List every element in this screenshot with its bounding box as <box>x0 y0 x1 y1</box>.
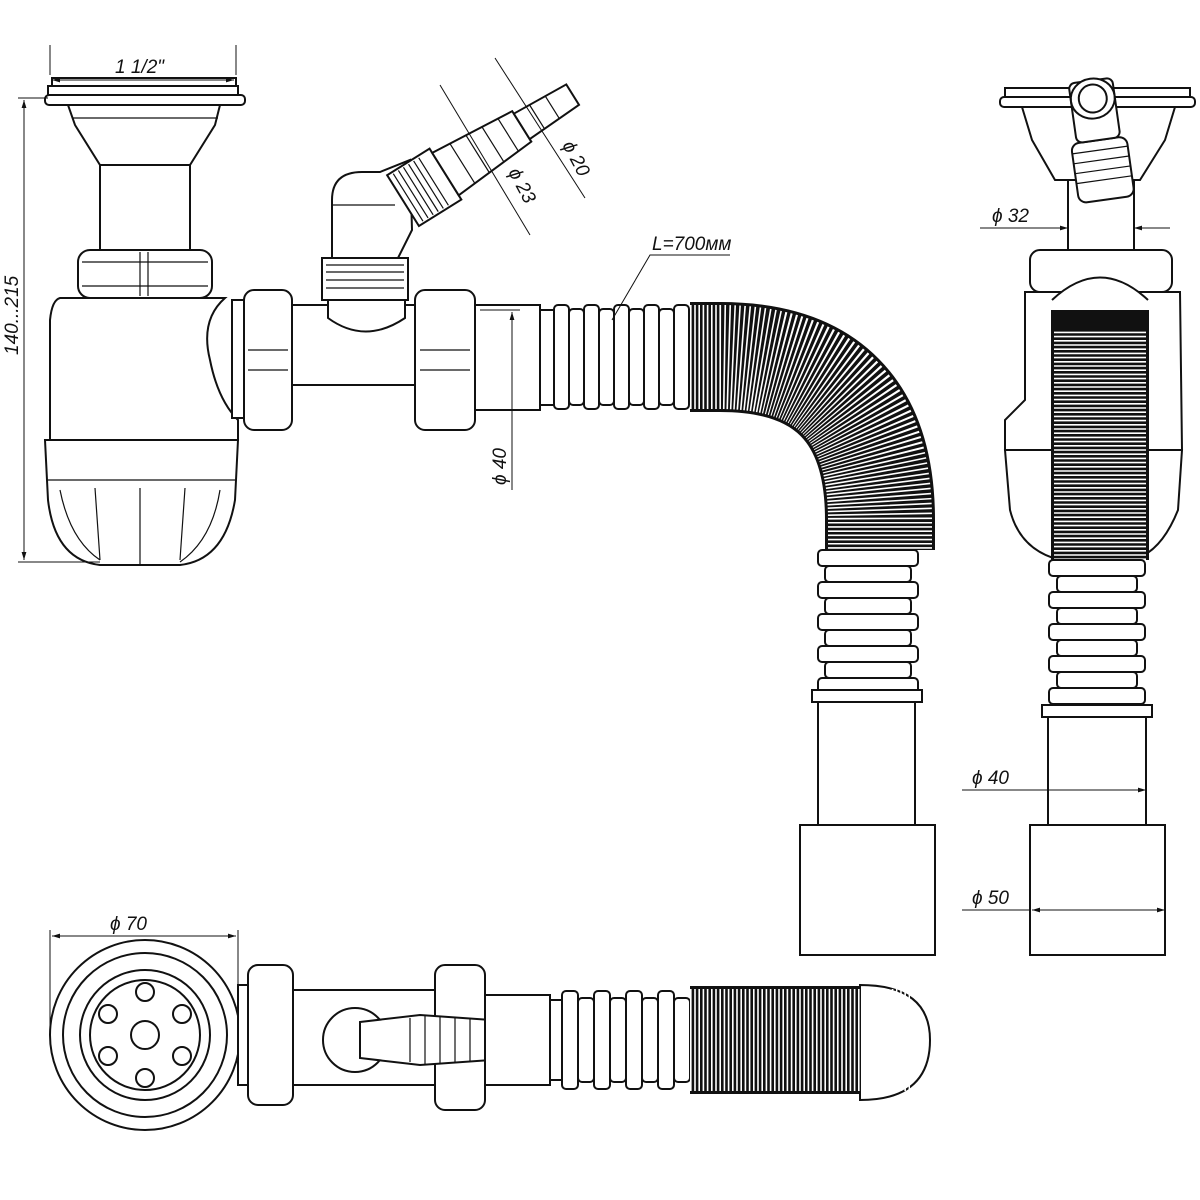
bellows-rib <box>577 997 595 1083</box>
bellows-rib <box>824 661 912 679</box>
bellows-rib <box>561 990 579 1090</box>
bellows-rib <box>1048 687 1146 705</box>
label-height-range: 140...215 <box>2 275 23 355</box>
label-hose-length: L=700мм <box>652 234 731 255</box>
bellows-rib <box>553 304 570 410</box>
bellows-rib <box>1048 655 1146 673</box>
bellows-rib <box>593 990 611 1090</box>
hose-connector <box>385 83 581 228</box>
bellows-rib <box>628 308 645 406</box>
dimension-lines <box>18 45 1170 1030</box>
top-view <box>49 939 932 1131</box>
dimension-labels: 1 1/2" 140...215 ϕ 20 ϕ 23 L=700мм ϕ 40 … <box>2 57 1029 935</box>
grate-holes-icon <box>98 982 192 1088</box>
label-inlet-thread: 1 1/2" <box>115 57 165 78</box>
label-grate-d70: ϕ 70 <box>110 914 147 935</box>
side-view-siphon <box>999 77 1196 956</box>
bellows-rib <box>1056 575 1138 593</box>
bellows-rib <box>673 997 691 1083</box>
bellows-rib <box>817 645 919 663</box>
label-hose-d20: ϕ 20 <box>558 137 594 180</box>
bellows-rib <box>1056 607 1138 625</box>
bellows-rib <box>1056 639 1138 657</box>
bellows-rib <box>625 990 643 1090</box>
bellows-rib <box>568 308 585 406</box>
bellows-rib <box>824 629 912 647</box>
bellows-rib <box>1056 671 1138 689</box>
bellows-rib <box>1048 623 1146 641</box>
bellows-rib <box>824 565 912 583</box>
bellows-rib <box>1048 559 1146 577</box>
bellows-rib <box>641 997 659 1083</box>
bellows-rib <box>1048 591 1146 609</box>
bellows-rib <box>673 304 690 410</box>
bellows-rib <box>817 613 919 631</box>
bellows-rib <box>817 549 919 567</box>
bellows-rib <box>824 597 912 615</box>
bellows-rib <box>658 308 675 406</box>
bellows-rib <box>643 304 660 410</box>
bellows-rib <box>583 304 600 410</box>
bellows-rib <box>613 304 630 410</box>
front-view-branch <box>231 83 581 431</box>
label-outlet-d40: ϕ 40 <box>972 768 1009 789</box>
label-side-pipe-d40: ϕ 40 <box>490 448 511 485</box>
bellows-rib <box>598 308 615 406</box>
label-outlet-d50: ϕ 50 <box>972 888 1009 909</box>
corrugated-hose-front <box>553 302 936 956</box>
label-side-view-d32: ϕ 32 <box>992 206 1029 227</box>
front-view-siphon <box>43 77 246 566</box>
bellows-rib <box>609 997 627 1083</box>
bellows-rib <box>817 581 919 599</box>
bellows-rib <box>657 990 675 1090</box>
